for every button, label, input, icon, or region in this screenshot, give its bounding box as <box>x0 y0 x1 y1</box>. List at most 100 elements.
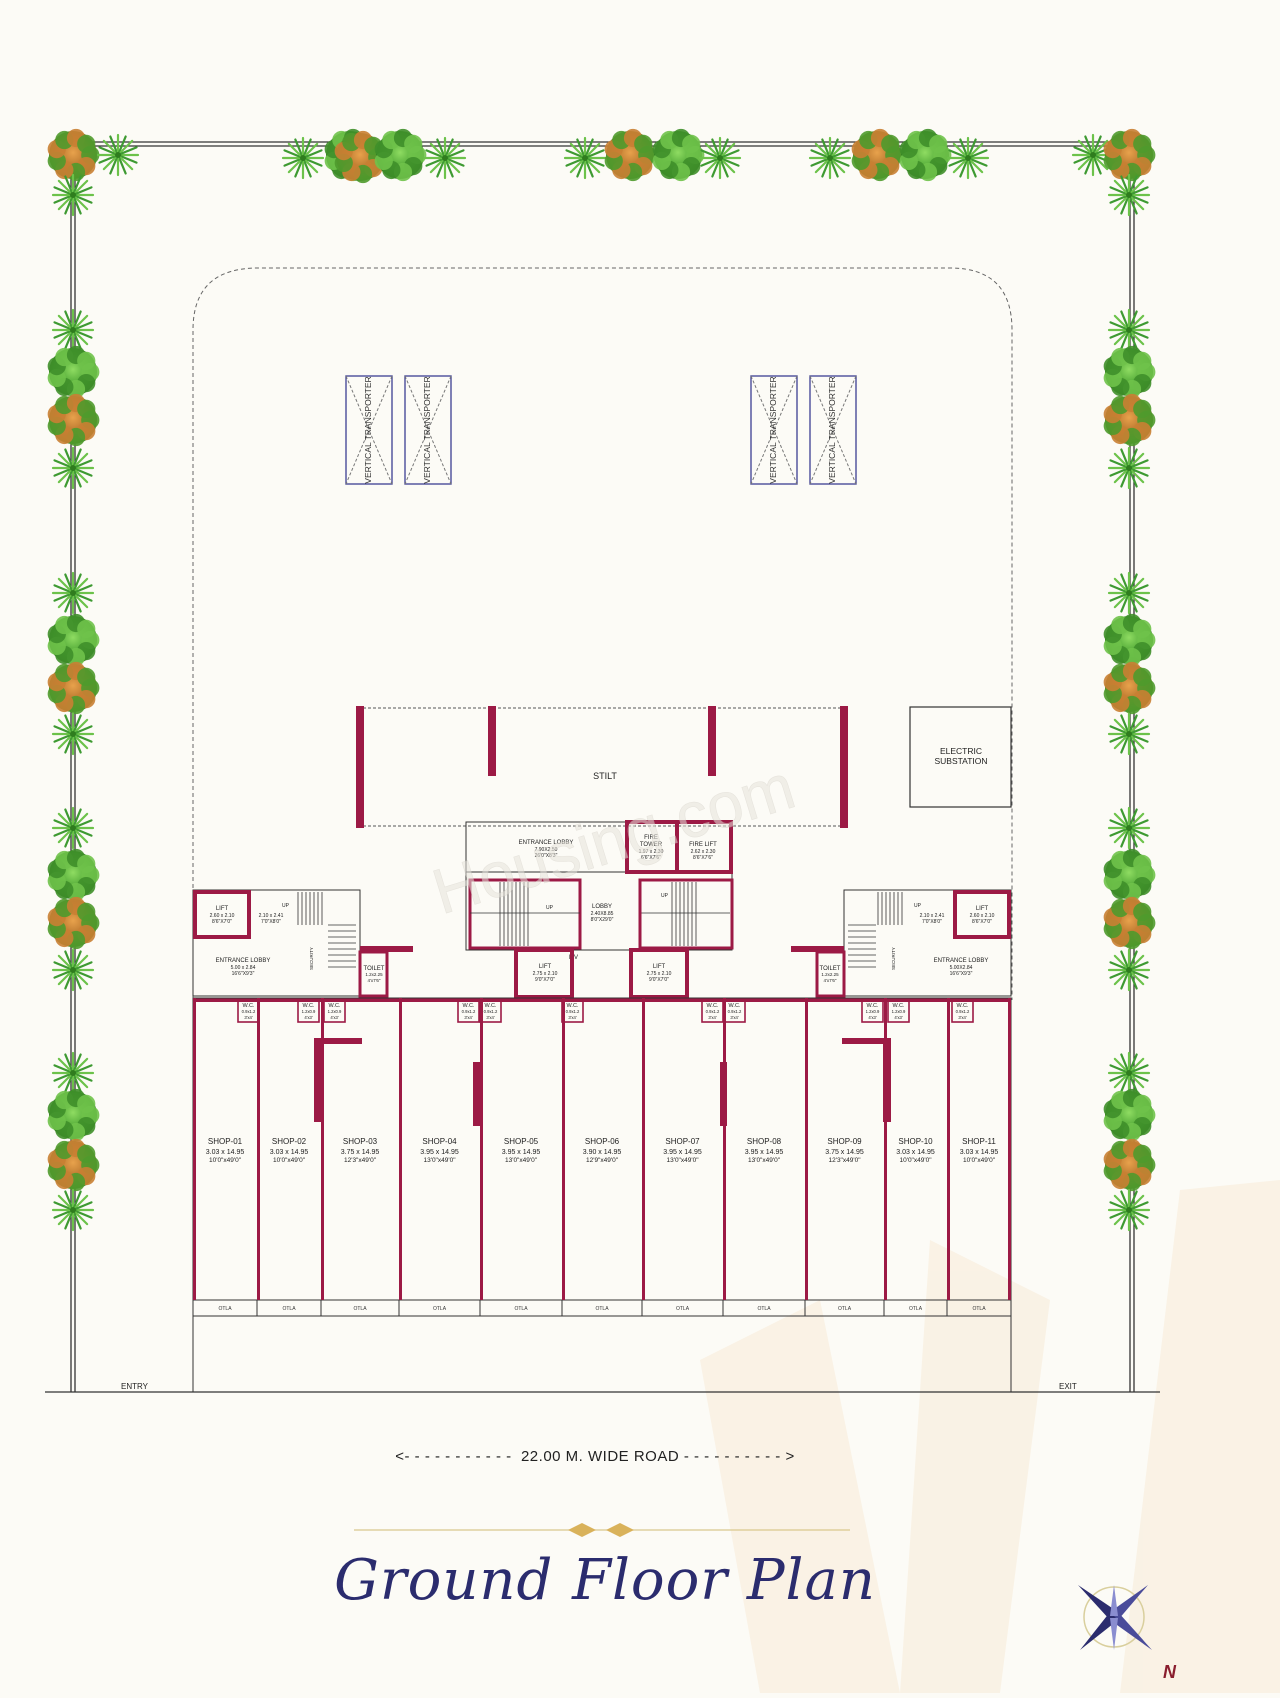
right-lift-imperial: 8'6"X7'0" <box>972 919 992 925</box>
palm-tree-icon <box>51 173 95 217</box>
palm-tree-icon <box>51 806 95 850</box>
exit-label[interactable]: EXIT <box>1059 1382 1077 1391</box>
stilt-label: STILT <box>593 771 617 781</box>
fire-tower-label-2: TOWER <box>640 842 663 848</box>
shop-metric-size: 3.95 x 14.95 <box>502 1149 541 1156</box>
left-lift-imperial: 8'6"X7'0" <box>212 919 232 925</box>
plot-boundary <box>45 141 1160 1393</box>
right-wing-core: LIFT 2.60 x 2.10 8'6"X7'0" 2.10 x 2.41 7… <box>791 889 1012 998</box>
wc-label: 0.9x1.2 <box>484 1009 498 1014</box>
partition-wall <box>314 1038 362 1044</box>
wc-unit: W.C.0.9x1.23'x4' <box>701 999 724 1023</box>
tree-icon <box>1103 1088 1156 1142</box>
tree-icon <box>47 1088 100 1142</box>
tree-icon <box>374 128 427 182</box>
substation-label-2: SUBSTATION <box>934 756 987 766</box>
tree-icon <box>1103 345 1156 399</box>
palm-tree-icon <box>1107 1051 1151 1095</box>
core-lobby-imperial: 8'0"X29'0" <box>591 917 614 923</box>
shop-name: SHOP-07 <box>665 1137 700 1146</box>
core-lift-left: LIFT <box>539 964 552 970</box>
right-toilet: TOILET <box>820 966 841 972</box>
partition-wall <box>720 1062 727 1126</box>
entry-label[interactable]: ENTRY <box>121 1382 149 1391</box>
stilt-column <box>708 706 716 776</box>
shop-metric-size: 3.03 x 14.95 <box>960 1149 999 1156</box>
otla-label: OTLA <box>595 1306 609 1312</box>
fire-lift-metric: 2.62 x 2.30 <box>691 849 716 855</box>
shop-name: SHOP-11 <box>962 1137 996 1146</box>
wc-label: W.C. <box>893 1003 905 1009</box>
palm-tree-icon <box>1107 308 1151 352</box>
shop-metric-size: 3.03 x 14.95 <box>896 1149 935 1156</box>
fire-tower-imperial: 6'6"X7'6" <box>641 855 661 861</box>
flowering-tree-icon <box>47 128 100 182</box>
flowering-tree-icon <box>1103 661 1156 715</box>
transporter-label: VERTICAL TRANSPORTER <box>768 376 778 483</box>
road-label: <- - - - - - - - - - - 22.00 M. WIDE ROA… <box>395 1448 795 1465</box>
wc-label: W.C. <box>567 1003 579 1009</box>
shop-metric-size: 3.95 x 14.95 <box>745 1149 784 1156</box>
wc-label: 1.2x0.9 <box>866 1009 880 1014</box>
flowering-tree-icon <box>47 1138 100 1192</box>
shop-metric-size: 3.03 x 14.95 <box>206 1149 245 1156</box>
shop-name: SHOP-10 <box>898 1137 933 1146</box>
flowering-tree-icon <box>1103 393 1156 447</box>
wc-label: W.C. <box>463 1003 475 1009</box>
flowering-tree-icon <box>1103 128 1156 182</box>
wc-label: 1.2x0.9 <box>892 1009 906 1014</box>
transporter-label: VERTICAL TRANSPORTER <box>363 376 373 483</box>
flowering-tree-icon <box>604 128 657 182</box>
landscape-trees <box>47 128 1156 1232</box>
vertical-transporter: VERTICAL TRANSPORTER <box>750 375 798 485</box>
palm-tree-icon <box>423 136 467 180</box>
vertical-transporters: VERTICAL TRANSPORTER VERTICAL TRANSPORTER… <box>345 375 857 485</box>
wc-unit: W.C.0.9x1.23'x4' <box>237 999 260 1023</box>
core-lift-left-imperial: 9'0"X7'0" <box>535 977 555 983</box>
flowering-tree-icon <box>851 128 904 182</box>
palm-tree-icon <box>1107 712 1151 756</box>
tree-icon <box>652 128 705 182</box>
shop-name: SHOP-02 <box>272 1137 307 1146</box>
stilt-area: STILT <box>356 706 848 828</box>
wc-unit: W.C.1.2x0.94'x3' <box>887 999 910 1023</box>
core-entrance-lobby-imperial: 26'0"X8'3" <box>535 853 558 859</box>
left-lift-metric: 2.60 x 2.10 <box>210 913 235 919</box>
right-toilet-imperial: 4'x7'6" <box>823 978 836 983</box>
tree-icon <box>1103 848 1156 902</box>
wc-label: 4'x3' <box>868 1015 877 1020</box>
stilt-column <box>488 706 496 776</box>
wc-unit: W.C.1.2x0.94'x3' <box>861 999 884 1023</box>
wc-unit: W.C.1.2x0.94'x3' <box>323 999 346 1023</box>
shops: SHOP-013.03 x 14.9510'0"x49'0"OTLASHOP-0… <box>192 998 1011 1316</box>
palm-tree-icon <box>698 136 742 180</box>
palm-tree-icon <box>51 1188 95 1232</box>
wc-label: 3'x4' <box>486 1015 495 1020</box>
otla-label: OTLA <box>282 1306 296 1312</box>
wc-label: 3'x4' <box>568 1015 577 1020</box>
core-lobby-metric: 2.40X8.85 <box>591 911 614 917</box>
otla-label: OTLA <box>676 1306 690 1312</box>
compass-rose-icon: N <box>1078 1585 1177 1682</box>
wc-label: W.C. <box>867 1003 879 1009</box>
left-entrance-lobby: ENTRANCE LOBBY <box>216 958 271 964</box>
left-entrance-lobby-metric: 5.00 x 2.84 <box>231 965 256 971</box>
wc-label: 0.9x1.2 <box>242 1009 256 1014</box>
compass-north-label: N <box>1163 1662 1177 1682</box>
wc-label: W.C. <box>329 1003 341 1009</box>
wc-unit: W.C.0.9x1.23'x4' <box>723 999 746 1023</box>
wc-label: 0.9x1.2 <box>956 1009 970 1014</box>
flowering-tree-icon <box>47 661 100 715</box>
